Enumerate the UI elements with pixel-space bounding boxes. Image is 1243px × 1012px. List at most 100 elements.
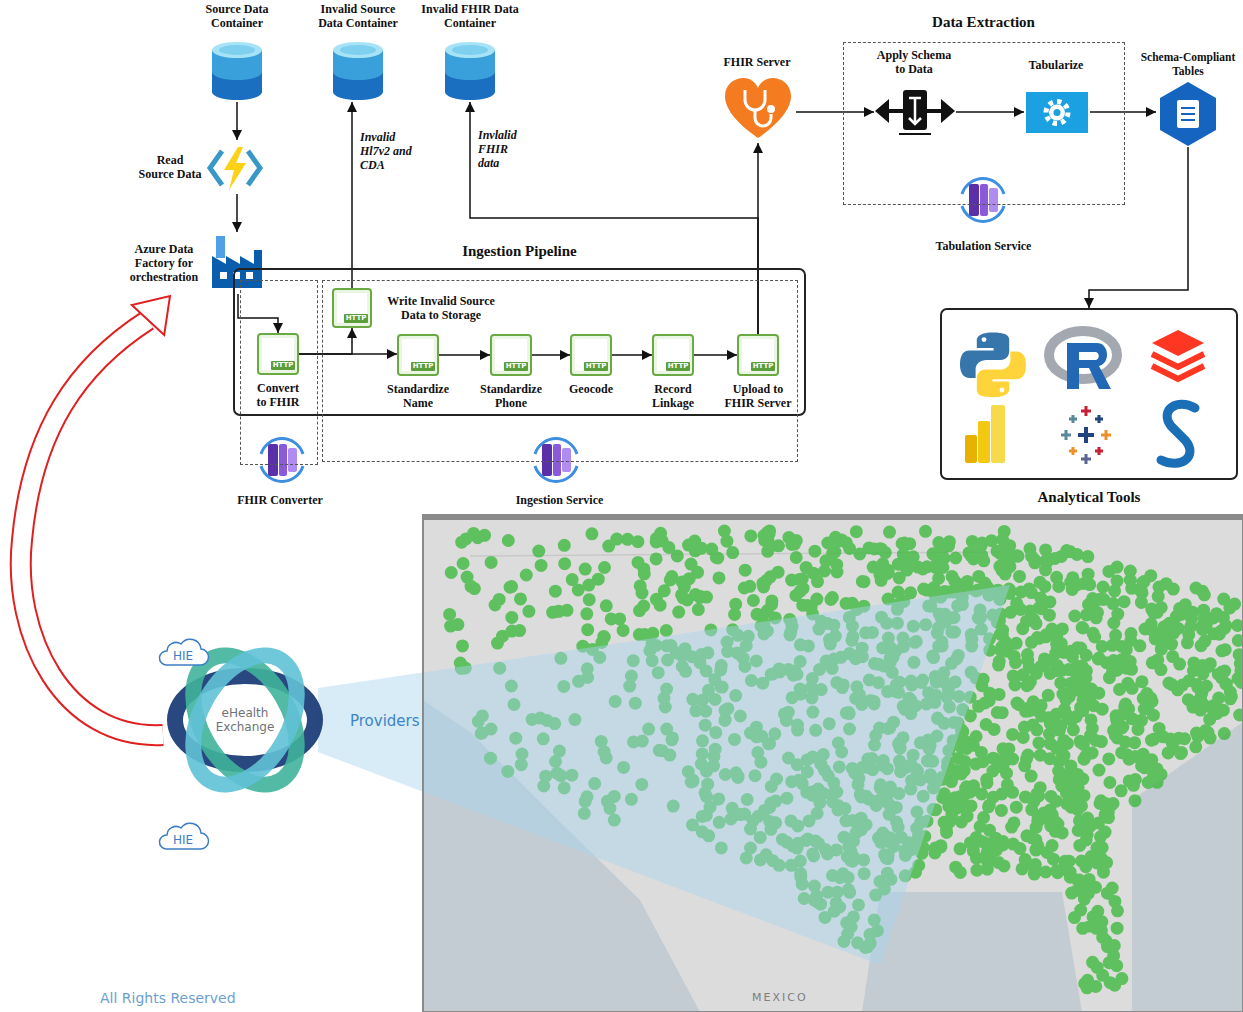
connector: [236, 102, 238, 140]
function-icon: [210, 147, 260, 190]
function-icon: [224, 147, 246, 190]
fhir-icon: [725, 78, 791, 138]
map-label: Providers: [350, 712, 420, 730]
http-step: HTTPConvert to FHIR: [257, 333, 299, 375]
table-output: Schema-Compliant Tables: [1156, 50, 1220, 147]
group-title: Analytical Tools: [942, 488, 1236, 506]
connector: [956, 111, 1024, 113]
gear-icon: [1054, 109, 1061, 116]
r-logo: [1049, 331, 1117, 389]
flow-arrow: [21, 296, 170, 735]
databricks-logo: [1152, 330, 1204, 379]
table-icon: [1160, 82, 1216, 146]
factory-icon: [216, 236, 225, 258]
node-label: Azure Data Factory for orchestration: [122, 242, 206, 284]
http-step: HTTPStandardize Phone: [490, 334, 532, 376]
connector: [612, 354, 652, 356]
powerbi-logo: [978, 421, 990, 463]
http-tag: HTTP: [666, 362, 690, 371]
data-extraction-group: Data ExtractionTabulation ServiceApply S…: [843, 42, 1125, 205]
storage-container: Source Data Container: [192, 2, 282, 102]
tableau-logo: [1069, 447, 1077, 455]
service-icon: [962, 179, 1004, 222]
databricks-logo: [1152, 354, 1204, 367]
node-label: Standardize Name: [380, 382, 456, 410]
connector: [238, 294, 278, 333]
http-step: HTTPUpload to FHIR Server: [737, 334, 779, 376]
http-tag: HTTP: [271, 361, 295, 370]
tableau-logo: [1081, 454, 1091, 464]
flow-arrow: [21, 320, 163, 735]
http-step: HTTPRecord Linkage: [652, 334, 694, 376]
http-tag: HTTP: [344, 314, 368, 323]
map-frame: [423, 515, 1243, 520]
gear-icon: [1046, 102, 1068, 124]
table-icon: [1160, 82, 1216, 146]
tableau-logo: [1095, 415, 1103, 423]
gear-icon: [1049, 105, 1065, 121]
http-step: HTTPGeocode: [570, 334, 612, 376]
node-label: HIE: [158, 833, 208, 847]
gear-icon: [1026, 92, 1088, 133]
schema-icon: [927, 109, 941, 113]
hie-cloud: HIE: [158, 636, 208, 666]
fhir-icon: [767, 105, 775, 113]
fhir-server: FHIR Server: [718, 55, 796, 143]
tableau-logo: [1101, 430, 1111, 440]
connector: [1090, 111, 1156, 113]
schema-icon: [909, 98, 921, 124]
databricks-logo: [1152, 366, 1204, 379]
node-label: Write Invalid Source Data to Storage: [380, 294, 502, 322]
tableau-logo: [1069, 415, 1077, 423]
service-icon: [535, 439, 577, 482]
function-icon: [248, 151, 260, 185]
map-label: MEXICO: [752, 991, 808, 1004]
node-label: Record Linkage: [635, 382, 711, 410]
sas-logo: [1161, 404, 1195, 463]
storage-container: Invalid FHIR Data Container: [418, 2, 522, 102]
map-label: All Rights Reserved: [100, 990, 236, 1006]
powerbi-logo: [965, 405, 1005, 463]
flow-arrow: [21, 320, 163, 735]
tableau-logo: [1078, 427, 1094, 443]
connector: [532, 354, 570, 356]
node-label: Standardize Phone: [473, 382, 549, 410]
node-label: FHIR Converter: [216, 493, 344, 507]
schema-icon: [903, 90, 927, 130]
connector: [1089, 147, 1188, 308]
node-label: Geocode: [553, 382, 629, 396]
python-logo: [1000, 388, 1005, 393]
fhir-icon: [725, 78, 791, 138]
node-label: Upload to FHIR Server: [720, 382, 796, 410]
node-label: Source Data Container: [192, 2, 282, 30]
storage-icon: [445, 42, 495, 100]
node-label: Read Source Data: [138, 153, 202, 181]
schema-icon: [899, 133, 931, 135]
map-frame: [423, 515, 1243, 1012]
schema-icon: [875, 90, 955, 135]
powerbi-logo: [965, 435, 977, 463]
connector: [299, 328, 352, 354]
http-tag: HTTP: [751, 362, 775, 371]
schema-icon: [889, 109, 903, 113]
connector: [470, 102, 758, 334]
schema-icon: [941, 99, 955, 123]
connector: [236, 194, 238, 232]
node-label: Convert to FHIR: [251, 381, 305, 409]
edge-label: Invlalid FHIR data: [478, 128, 530, 170]
databricks-logo: [1152, 330, 1204, 356]
tableau-logo: [1095, 447, 1103, 455]
storage-icon: [333, 42, 383, 100]
service-group: Ingestion ServiceHTTPWrite Invalid Sourc…: [322, 280, 798, 462]
node-label: Tabulation Service: [844, 239, 1123, 253]
flow-arrowhead: [132, 296, 170, 335]
tools-panel: Analytical Tools: [940, 308, 1238, 480]
node-label: FHIR Server: [718, 55, 796, 69]
hie-cloud: HIE: [158, 820, 208, 850]
gear-icon: [1026, 92, 1088, 133]
node-label: Tabularize: [1024, 58, 1088, 72]
storage-icon: [212, 42, 262, 100]
